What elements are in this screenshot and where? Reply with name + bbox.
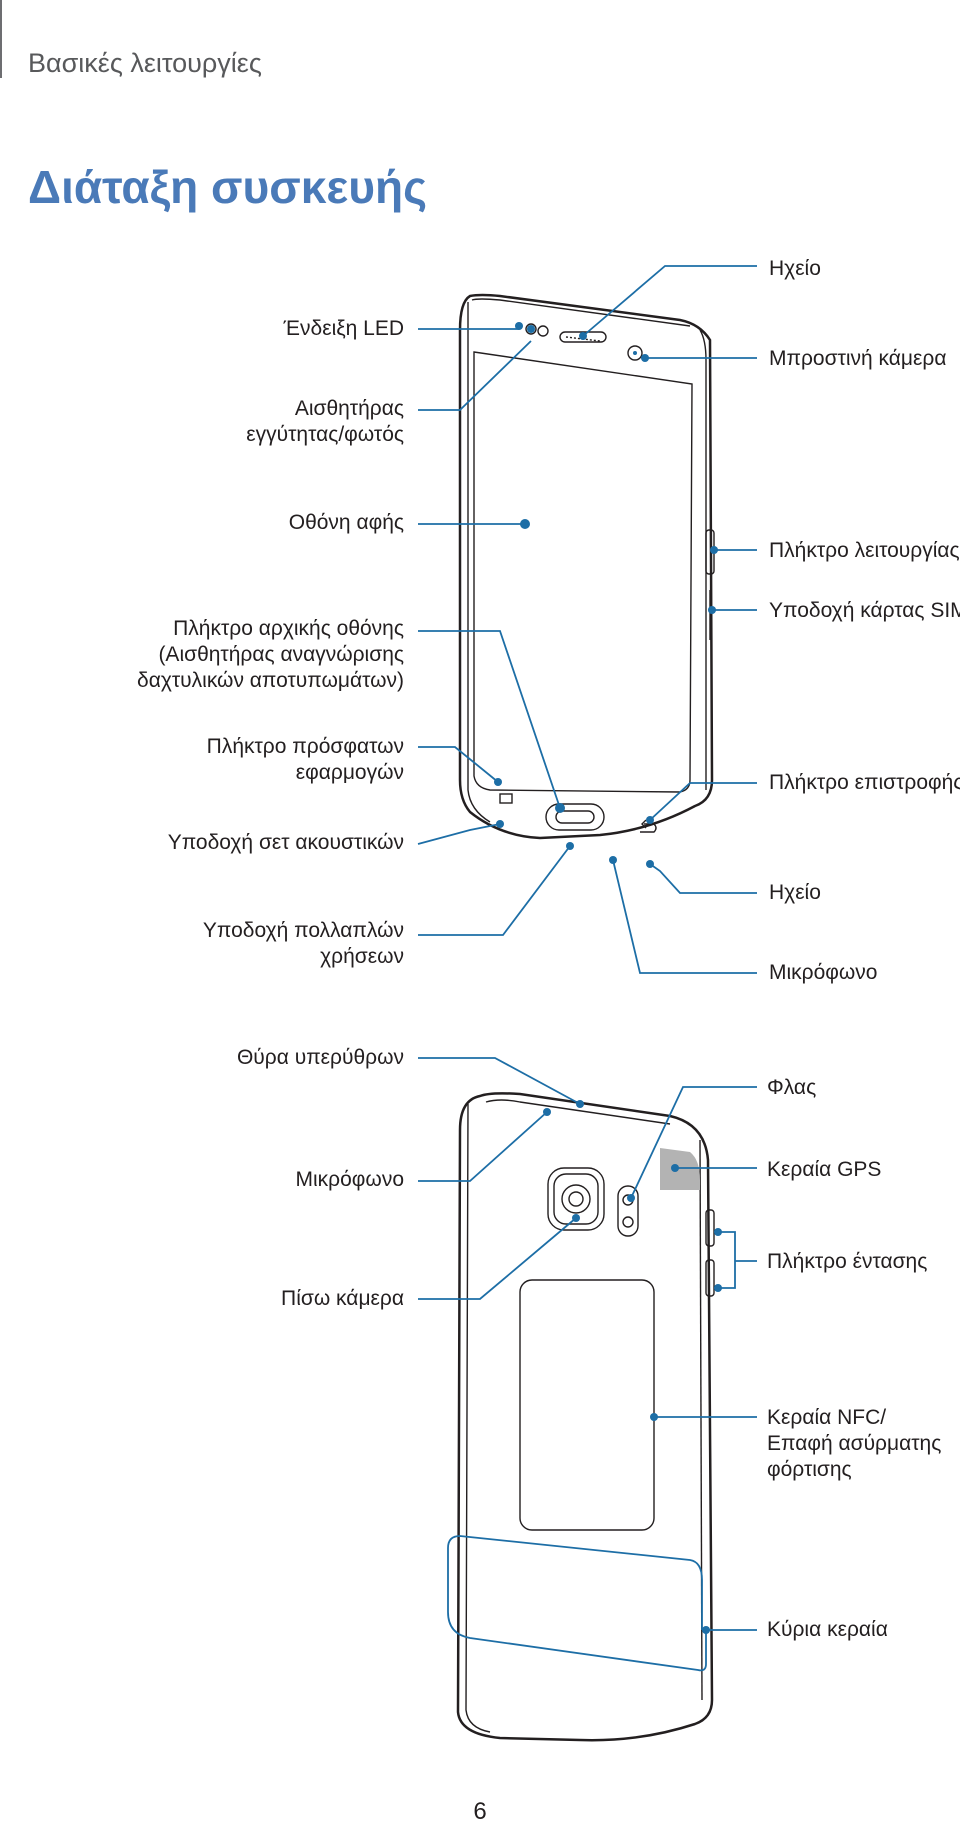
label-led-indicator: Ένδειξη LED <box>283 317 404 340</box>
label-volume-key: Πλήκτρο έντασης <box>767 1250 928 1273</box>
margin-rule <box>0 0 2 78</box>
section-header: Βασικές λειτουργίες <box>28 48 262 78</box>
label-recents-key-line2: εφαρμογών <box>295 761 404 784</box>
label-speaker: Ηχείο <box>769 881 821 904</box>
nfc-coil-area <box>519 1279 655 1531</box>
label-gps-antenna: Κεραία GPS <box>767 1158 882 1181</box>
front-camera-lens <box>627 345 643 361</box>
label-proximity-sensor-line1: Αισθητήρας <box>294 397 404 420</box>
label-proximity-sensor-line2: εγγύτητας/φωτός <box>246 423 404 446</box>
label-nfc-line1: Κεραία NFC/ <box>767 1406 887 1429</box>
page-title: Διάταξη συσκευής <box>28 161 427 213</box>
label-home-key-line3: δαχτυλικών αποτυπωμάτων) <box>137 669 404 692</box>
label-nfc-line3: φόρτισης <box>767 1458 852 1481</box>
label-recents-key-line1: Πλήκτρο πρόσφατων <box>206 735 404 758</box>
home-key-shape <box>545 803 605 831</box>
label-ir-port: Θύρα υπερύθρων <box>236 1046 404 1069</box>
rear-camera-housing <box>547 1167 605 1231</box>
label-microphone-back: Μικρόφωνο <box>295 1168 404 1191</box>
label-front-camera: Μπροστινή κάμερα <box>769 347 947 370</box>
label-headset-jack: Υποδοχή σετ ακουστικών <box>167 831 404 854</box>
label-main-antenna: Κύρια κεραία <box>767 1618 888 1641</box>
label-rear-camera: Πίσω κάμερα <box>281 1287 404 1310</box>
label-touchscreen: Οθόνη αφής <box>288 511 404 534</box>
page-number: 6 <box>473 1798 487 1825</box>
label-home-key-line1: Πλήκτρο αρχικής οθόνης <box>173 617 404 640</box>
label-sim-tray: Υποδοχή κάρτας SIM <box>769 599 960 622</box>
label-power-key: Πλήκτρο λειτουργίας <box>769 539 960 562</box>
gps-antenna-area <box>660 1148 700 1190</box>
front-callout-leaders <box>417 265 757 974</box>
front-phone-illustration <box>458 293 715 840</box>
label-microphone-front: Μικρόφωνο <box>769 961 878 984</box>
rear-camera-lens <box>561 1184 591 1214</box>
label-multipurpose-jack-line1: Υποδοχή πολλαπλών <box>202 919 404 942</box>
label-nfc-line2: Επαφή ασύρματης <box>767 1432 942 1455</box>
label-home-key-line2: (Αισθητήρας αναγνώρισης <box>158 643 404 666</box>
label-earpiece: Ηχείο <box>769 257 821 280</box>
label-back-key: Πλήκτρο επιστροφής <box>769 771 960 794</box>
back-callout-leaders <box>418 1057 757 1672</box>
label-flash: Φλας <box>767 1076 817 1099</box>
label-multipurpose-jack-line2: χρήσεων <box>320 945 404 968</box>
flash-housing <box>617 1185 639 1237</box>
